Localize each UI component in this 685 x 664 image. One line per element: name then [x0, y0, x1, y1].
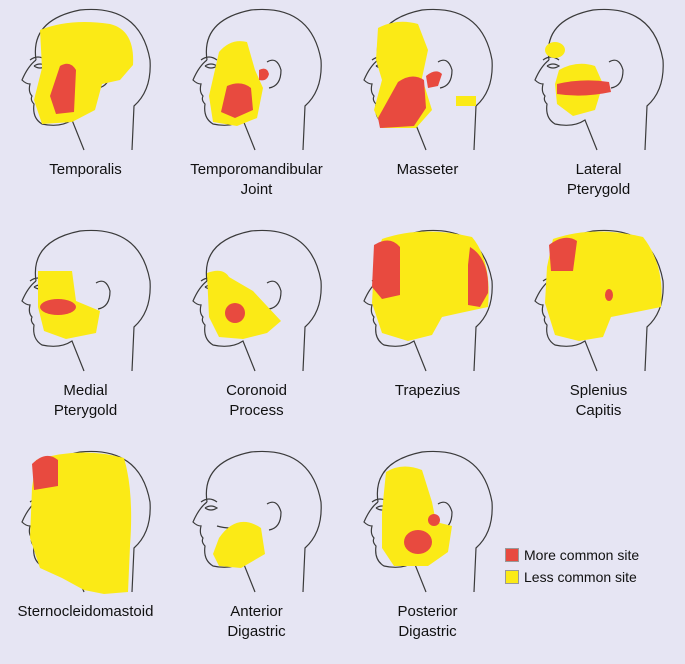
- more-common-region: [426, 71, 442, 88]
- muscle-label: Masseter: [396, 161, 459, 178]
- head-figure-coronoid-process: [192, 229, 322, 372]
- less-common-region: [456, 96, 476, 106]
- red-swatch-icon: [505, 548, 519, 562]
- legend-label-more: More common site: [524, 547, 640, 563]
- head-figure-trapezius: [363, 229, 493, 372]
- less-common-region: [207, 270, 281, 339]
- more-common-region: [404, 530, 432, 554]
- muscle-label: Temporalis: [49, 161, 122, 178]
- head-figure-lateral-pterygold: [534, 8, 664, 151]
- head-figure-medial-pterygold: [21, 229, 151, 372]
- more-common-region: [32, 455, 58, 490]
- head-figure-temporalis: [21, 8, 151, 151]
- more-common-region: [468, 247, 489, 307]
- yellow-swatch-icon: [505, 570, 519, 584]
- more-common-region: [605, 289, 613, 301]
- more-common-region: [549, 237, 577, 271]
- panel-temporalis: Temporalis: [0, 0, 171, 221]
- panel-trapezius: Trapezius: [342, 221, 513, 442]
- legend: More common site Less common site: [505, 544, 680, 588]
- muscle-label: Trapezius: [394, 382, 461, 399]
- panel-masseter: Masseter: [342, 0, 513, 221]
- head-figure-masseter: [363, 8, 493, 151]
- head-figure-sternocleidomastoid: [21, 450, 151, 594]
- panel-sternocleidomastoid: Sternocleidomastoid: [0, 442, 171, 663]
- more-common-region: [372, 240, 400, 299]
- head-figure-splenius-capitis: [534, 229, 664, 372]
- more-common-region: [221, 83, 253, 118]
- head-figure-posterior-digastric: [363, 450, 493, 593]
- muscle-label: Sternocleidomastoid: [17, 603, 154, 620]
- less-common-region: [213, 521, 265, 568]
- more-common-region: [557, 80, 611, 96]
- legend-item-less: Less common site: [505, 566, 680, 588]
- legend-item-more: More common site: [505, 544, 680, 566]
- more-common-region: [428, 514, 440, 526]
- less-common-region: [34, 22, 134, 124]
- more-common-region: [259, 68, 269, 81]
- more-common-region: [40, 299, 76, 315]
- head-figure-tmj: [192, 8, 322, 151]
- legend-label-less: Less common site: [524, 569, 637, 585]
- more-common-region: [50, 63, 76, 114]
- head-figure-anterior-digastric: [192, 450, 322, 593]
- less-common-region: [30, 452, 132, 594]
- more-common-region: [378, 76, 426, 128]
- more-common-region: [225, 303, 245, 323]
- less-common-region: [545, 42, 565, 58]
- less-common-region: [372, 231, 489, 341]
- less-common-region: [382, 466, 452, 566]
